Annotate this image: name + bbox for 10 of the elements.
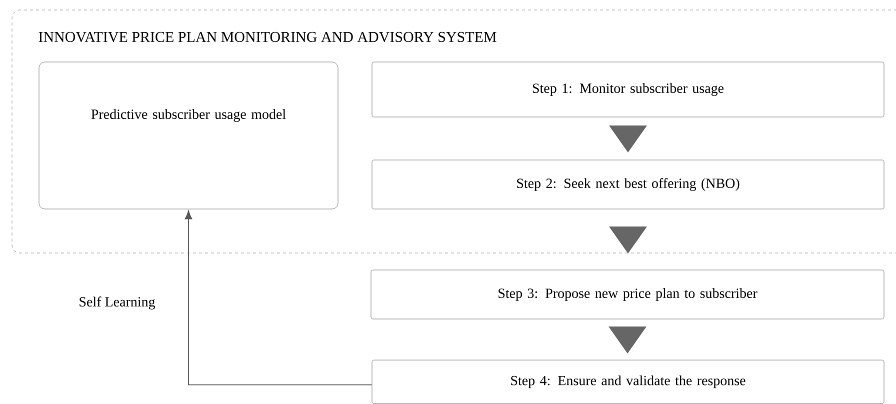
chevron-arrow [609, 226, 647, 254]
chevron-arrow [608, 326, 646, 354]
model-box: Predictive subscriber usage model [38, 62, 338, 210]
step-box: Step 1: Monitor subscriber usage [372, 62, 884, 118]
step-box: Step 2: Seek next best offering (NBO) [372, 160, 884, 210]
chevron-arrow [609, 126, 647, 152]
feedback-arrow [184, 210, 372, 386]
step-box: Step 3: Propose new price plan to subscriber [370, 270, 884, 320]
edge-label: Self Learning [78, 296, 156, 310]
step-box: Step 4: Ensure and validate the response [372, 360, 884, 404]
